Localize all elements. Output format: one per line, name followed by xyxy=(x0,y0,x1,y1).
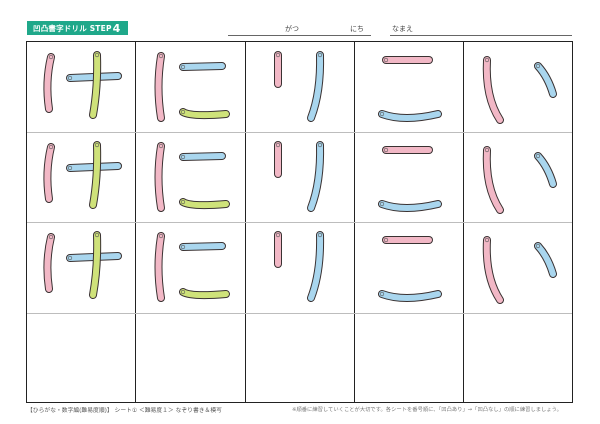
drill-title-badge: 凹凸書字ドリル STEP 4 xyxy=(27,21,128,35)
month-label: がつ xyxy=(285,25,299,33)
empty-practice-cell[interactable] xyxy=(136,314,243,402)
day-label: にち xyxy=(350,25,364,33)
name-label: なまえ xyxy=(392,25,413,33)
row-divider xyxy=(27,222,572,223)
empty-practice-cell[interactable] xyxy=(463,314,571,402)
row-divider xyxy=(27,313,572,314)
step-number: 4 xyxy=(112,21,121,35)
name-field[interactable] xyxy=(390,35,572,36)
practice-note: ※順番に練習していくことが大切です。各シートを番号順に、「凹凸あり」→「凹凸なし… xyxy=(292,407,562,413)
empty-practice-cell[interactable] xyxy=(245,314,352,402)
empty-practice-cell[interactable] xyxy=(354,314,461,402)
drill-title: 凹凸書字ドリル STEP xyxy=(33,23,112,33)
sheet-info: 【ひらがな・数字編(難易度順)】 シート① ＜難易度１＞ なぞり書き＆模写 xyxy=(27,408,222,414)
empty-practice-cell[interactable] xyxy=(27,314,134,402)
row-divider xyxy=(27,132,572,133)
date-field[interactable] xyxy=(228,35,371,36)
practice-grid xyxy=(26,41,573,403)
